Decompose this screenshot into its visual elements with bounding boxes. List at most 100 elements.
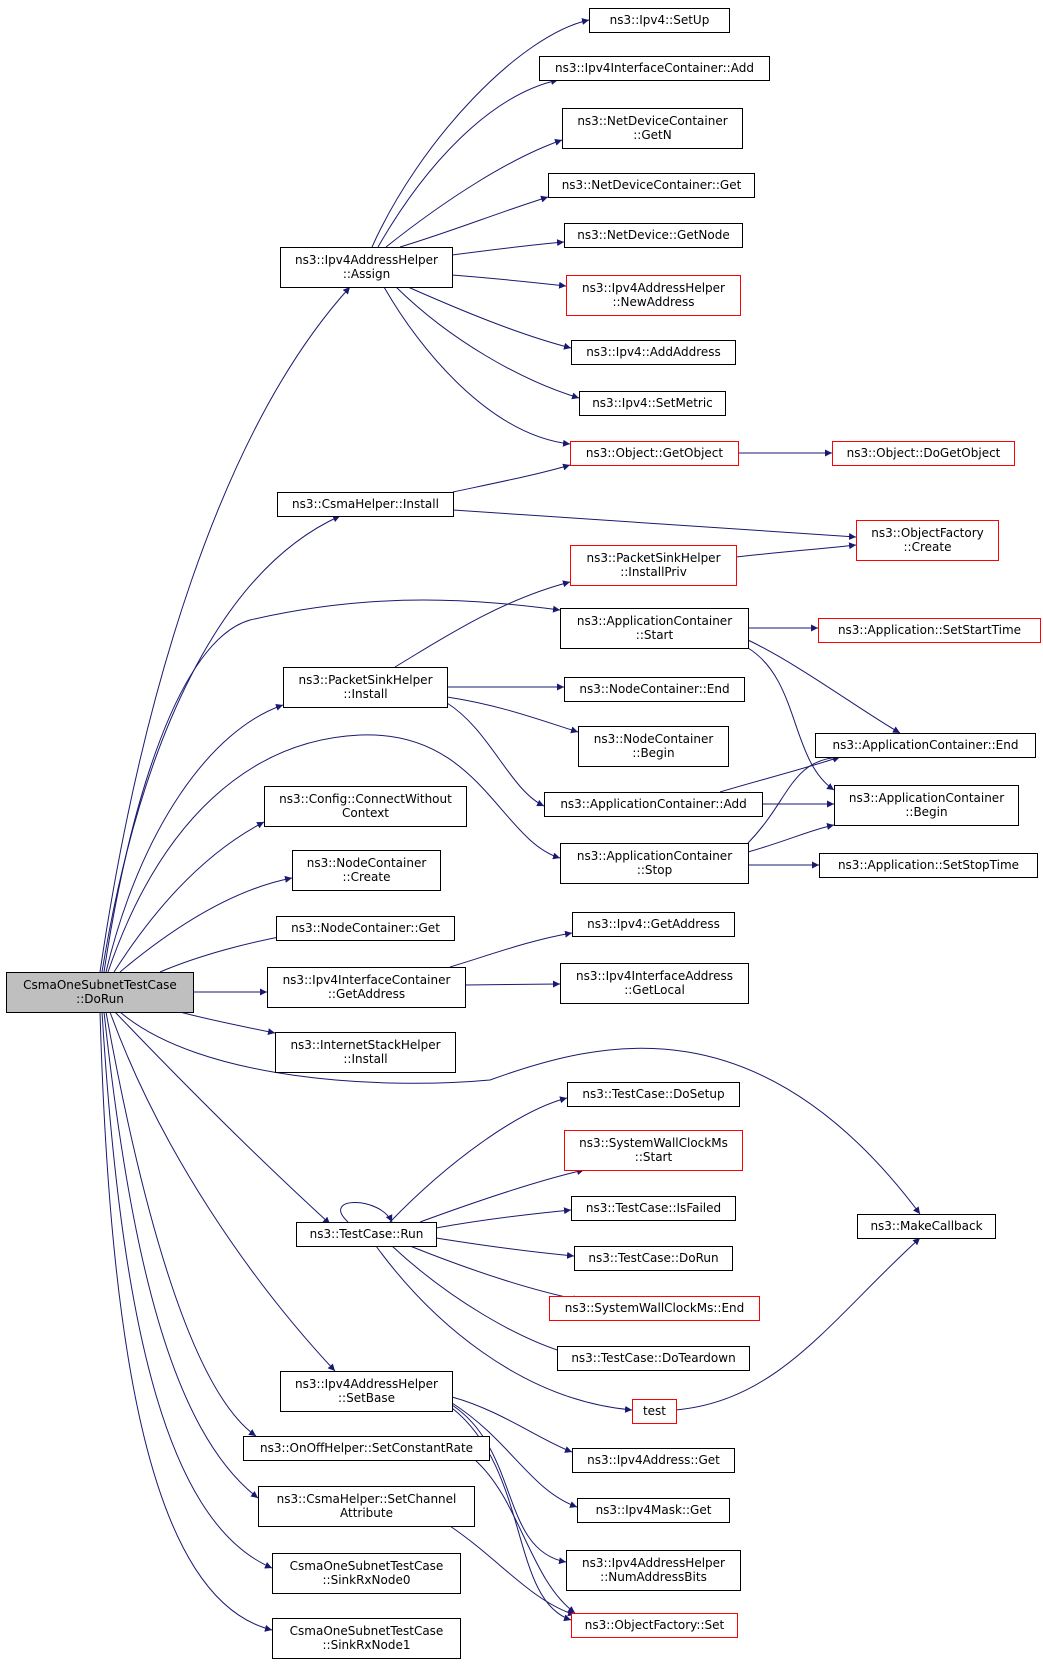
node-psh-installpriv[interactable]: ns3::PacketSinkHelper::InstallPriv <box>570 545 737 586</box>
node-ah-numaddressbits[interactable]: ns3::Ipv4AddressHelper::NumAddressBits <box>566 1550 741 1591</box>
node-box <box>296 1222 437 1247</box>
node-label-line: ::DoRun <box>76 992 124 1006</box>
node-ipv4-addaddress[interactable]: ns3::Ipv4::AddAddress <box>571 340 736 365</box>
node-onoff-setconstantrate[interactable]: ns3::OnOffHelper::SetConstantRate <box>243 1436 490 1461</box>
node-of-create[interactable]: ns3::ObjectFactory::Create <box>856 520 999 561</box>
node-make-callback[interactable]: ns3::MakeCallback <box>857 1214 996 1239</box>
call-edge-root-to-sink_rx0 <box>101 1011 273 1569</box>
node-swc-end[interactable]: ns3::SystemWallClockMs::End <box>549 1296 760 1321</box>
node-label-line: ns3::NetDeviceContainer::Get <box>562 178 742 192</box>
node-label-line: ns3::PacketSinkHelper <box>586 551 720 565</box>
node-label-line: ns3::Ipv4::GetAddress <box>587 917 720 931</box>
node-ac-add[interactable]: ns3::ApplicationContainer::Add <box>544 792 763 817</box>
node-label-line: ns3::Ipv4AddressHelper <box>582 1556 725 1570</box>
node-ipv4mask-get[interactable]: ns3::Ipv4Mask::Get <box>577 1498 730 1523</box>
node-box <box>566 1550 741 1591</box>
call-edge-ah_setbase-to-ipv4mask_get <box>451 1402 578 1508</box>
node-app-setstoptime[interactable]: ns3::Application::SetStopTime <box>819 853 1038 878</box>
node-ipv4ic-add[interactable]: ns3::Ipv4InterfaceContainer::Add <box>539 56 770 81</box>
node-box <box>856 520 999 561</box>
node-label-line: ns3::ApplicationContainer <box>849 791 1004 805</box>
call-edge-csma_install-to-of_create <box>452 509 857 540</box>
node-box <box>564 223 743 248</box>
node-nc-create[interactable]: ns3::NodeContainer::Create <box>292 850 441 891</box>
node-box <box>292 850 441 891</box>
call-edge-tc_run-to-tc_run <box>340 1202 393 1223</box>
call-edge-tc_run-to-swc_end <box>409 1245 581 1303</box>
node-label-line: ns3::InternetStackHelper <box>290 1038 440 1052</box>
node-ndc-get[interactable]: ns3::NetDeviceContainer::Get <box>548 173 755 198</box>
node-box <box>572 1448 735 1473</box>
node-nc-end[interactable]: ns3::NodeContainer::End <box>564 677 745 702</box>
node-label-line: ns3::PacketSinkHelper <box>298 673 432 687</box>
node-tc-doteardown[interactable]: ns3::TestCase::DoTeardown <box>557 1346 750 1371</box>
call-edge-ah_assign-to-nd_getnode <box>451 239 565 256</box>
node-ac-stop[interactable]: ns3::ApplicationContainer::Stop <box>560 843 749 884</box>
node-nc-get[interactable]: ns3::NodeContainer::Get <box>276 916 455 941</box>
node-ndc-getn[interactable]: ns3::NetDeviceContainer::GetN <box>562 108 743 149</box>
node-sink-rx0[interactable]: CsmaOneSubnetTestCase::SinkRxNode0 <box>272 1553 461 1594</box>
node-label-line: ns3::NetDevice::GetNode <box>577 228 729 242</box>
node-csma-install[interactable]: ns3::CsmaHelper::Install <box>277 492 454 517</box>
node-box <box>272 1553 461 1594</box>
node-ac-begin[interactable]: ns3::ApplicationContainer::Begin <box>834 785 1019 826</box>
node-label-line: ns3::Config::ConnectWithout <box>279 792 452 806</box>
node-label-line: ns3::SystemWallClockMs::End <box>565 1301 745 1315</box>
node-label-line: ::SetBase <box>338 1391 395 1405</box>
node-nd-getnode[interactable]: ns3::NetDevice::GetNode <box>564 223 743 248</box>
node-ipv4ic-getaddress[interactable]: ns3::Ipv4InterfaceContainer::GetAddress <box>267 967 466 1008</box>
node-tc-dosetup[interactable]: ns3::TestCase::DoSetup <box>567 1082 740 1107</box>
node-swc-start[interactable]: ns3::SystemWallClockMs::Start <box>564 1130 743 1171</box>
node-box <box>6 972 194 1013</box>
node-ipv4-getaddress[interactable]: ns3::Ipv4::GetAddress <box>572 912 735 937</box>
node-ipv4-setup[interactable]: ns3::Ipv4::SetUp <box>589 8 730 33</box>
call-edge-ipv4ic_getaddress-to-ipv4_getaddress <box>449 930 573 968</box>
node-tc-run[interactable]: ns3::TestCase::Run <box>296 1222 437 1247</box>
node-label-line: ::Assign <box>343 267 390 281</box>
node-sink-rx1[interactable]: CsmaOneSubnetTestCase::SinkRxNode1 <box>272 1618 461 1659</box>
node-label-line: ::Begin <box>905 805 947 819</box>
node-label-line: ns3::CsmaHelper::SetChannel <box>277 1492 457 1506</box>
node-box <box>562 108 743 149</box>
call-edge-tc_run-to-tc_doteardown <box>391 1245 571 1356</box>
node-box <box>815 733 1036 758</box>
node-label-line: ::NumAddressBits <box>600 1570 707 1584</box>
call-edge-tc_run-to-tc_dosetup <box>389 1096 568 1223</box>
node-ipv4address-get[interactable]: ns3::Ipv4Address::Get <box>572 1448 735 1473</box>
node-test[interactable]: test <box>632 1399 677 1424</box>
node-box <box>243 1436 490 1461</box>
node-ish-install[interactable]: ns3::InternetStackHelper::Install <box>275 1032 456 1073</box>
node-label-line: ns3::NodeContainer <box>594 732 714 746</box>
node-ah-setbase[interactable]: ns3::Ipv4AddressHelper::SetBase <box>280 1371 453 1412</box>
node-label-line: ::Stop <box>637 863 672 877</box>
node-ah-assign[interactable]: ns3::Ipv4AddressHelper::Assign <box>280 247 453 288</box>
node-obj-dogetobject[interactable]: ns3::Object::DoGetObject <box>832 441 1015 466</box>
node-label-line: ns3::Ipv4AddressHelper <box>582 281 725 295</box>
node-obj-getobject[interactable]: ns3::Object::GetObject <box>570 441 739 466</box>
call-edge-ah_assign-to-ipv4ic_add <box>377 78 559 248</box>
node-nc-begin[interactable]: ns3::NodeContainer::Begin <box>578 726 729 767</box>
node-label-line: ns3::Ipv4AddressHelper <box>295 1377 438 1391</box>
node-label-line: ns3::NodeContainer <box>307 856 427 870</box>
node-root[interactable]: CsmaOneSubnetTestCase::DoRun <box>6 972 194 1013</box>
node-label-line: ns3::TestCase::Run <box>310 1227 424 1241</box>
call-edge-root-to-psh_install <box>105 703 284 973</box>
function-nodes: CsmaOneSubnetTestCase::DoRun ns3::Ipv4::S… <box>6 8 1041 1659</box>
node-ipv4ia-getlocal[interactable]: ns3::Ipv4InterfaceAddress::GetLocal <box>560 963 749 1004</box>
node-psh-install[interactable]: ns3::PacketSinkHelper::Install <box>283 667 448 708</box>
node-of-set[interactable]: ns3::ObjectFactory::Set <box>571 1613 738 1638</box>
node-label-line: CsmaOneSubnetTestCase <box>290 1559 444 1573</box>
node-app-setstarttime[interactable]: ns3::Application::SetStartTime <box>818 618 1041 643</box>
node-ah-newaddress[interactable]: ns3::Ipv4AddressHelper::NewAddress <box>566 275 741 316</box>
node-label-line: ns3::Ipv4Mask::Get <box>596 1503 712 1517</box>
node-tc-dorun[interactable]: ns3::TestCase::DoRun <box>574 1246 733 1271</box>
node-box <box>571 1196 736 1221</box>
node-ac-start[interactable]: ns3::ApplicationContainer::Start <box>560 608 749 649</box>
node-ac-end[interactable]: ns3::ApplicationContainer::End <box>815 733 1036 758</box>
node-label-line: ::SinkRxNode0 <box>323 1573 411 1587</box>
node-box <box>258 1486 475 1527</box>
node-ipv4-setmetric[interactable]: ns3::Ipv4::SetMetric <box>579 391 726 416</box>
node-tc-isfailed[interactable]: ns3::TestCase::IsFailed <box>571 1196 736 1221</box>
